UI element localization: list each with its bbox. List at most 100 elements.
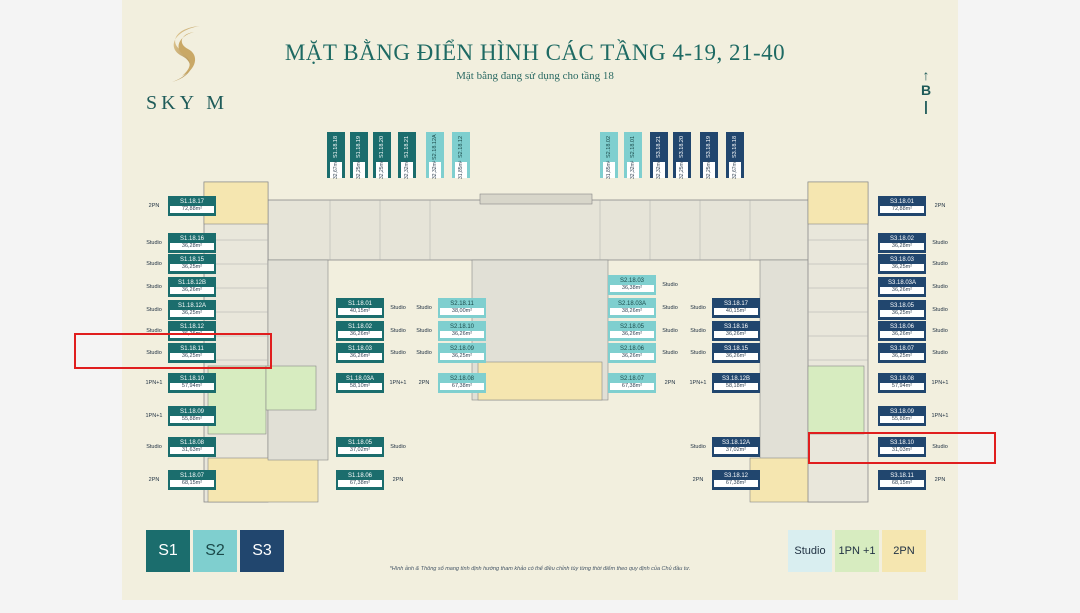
north-label: B bbox=[920, 82, 932, 99]
top-wing-roof bbox=[479, 193, 593, 205]
unit-code: S1.18.07 bbox=[179, 473, 205, 480]
unit-code: S1.18.19 bbox=[356, 135, 362, 159]
unit-type: Studio bbox=[932, 284, 948, 290]
top-wing bbox=[267, 199, 813, 261]
unit-area: 31,03m² bbox=[880, 447, 924, 454]
unit-code: S2.18.07 bbox=[619, 376, 645, 383]
unit-type: 2PN bbox=[392, 477, 404, 483]
unit-area: 38,00m² bbox=[440, 308, 484, 315]
unit-code: S1.18.16 bbox=[179, 236, 205, 243]
unit-area: 36,25m² bbox=[170, 264, 214, 271]
unit-code: S3.18.07 bbox=[889, 346, 915, 353]
unit-code: S2.18.06 bbox=[619, 346, 645, 353]
unit-code: S1.18.05 bbox=[347, 440, 373, 447]
unit-type: Studio bbox=[146, 328, 162, 334]
legend-studio: Studio bbox=[788, 530, 832, 572]
unit-type: Studio bbox=[690, 328, 706, 334]
unit-type: Studio bbox=[146, 284, 162, 290]
unit-code: S2.18.03A bbox=[617, 301, 647, 308]
legend-s3: S3 bbox=[240, 530, 284, 572]
unit-area: 67,38m² bbox=[440, 383, 484, 390]
unit-area: 36,26m² bbox=[338, 353, 382, 360]
unit-type: 1PN+1 bbox=[931, 413, 949, 419]
unit-label-vertical[interactable]: S3.18.21 32,32m² bbox=[650, 132, 668, 179]
unit-code: S3.18.21 bbox=[656, 135, 662, 159]
unit-code: S2.18.03 bbox=[619, 278, 645, 285]
unit-code: S2.18.02 bbox=[606, 135, 612, 159]
unit-area: 36,25m² bbox=[170, 310, 214, 317]
unit-area: 32,32m² bbox=[653, 161, 665, 179]
unit-type: 1PN+1 bbox=[145, 413, 163, 419]
unit-code: S2.18.08 bbox=[449, 376, 475, 383]
unit-area: 58,10m² bbox=[338, 383, 382, 390]
unit-type: Studio bbox=[146, 350, 162, 356]
unit-area: 32,67m² bbox=[330, 161, 342, 179]
unit-area: 32,32m² bbox=[627, 161, 639, 179]
unit-area: 40,15m² bbox=[714, 308, 758, 315]
unit-code: S2.18.12A bbox=[432, 134, 438, 160]
unit-code: S2.18.11 bbox=[450, 301, 474, 308]
unit-type: Studio bbox=[146, 444, 162, 450]
